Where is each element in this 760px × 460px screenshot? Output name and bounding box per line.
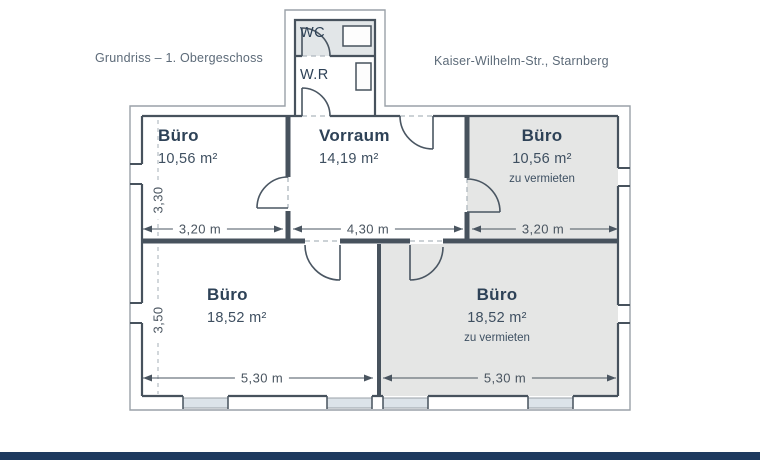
dim-vestibule-width: 4,30 m	[340, 222, 396, 236]
exterior-inner-walls	[140, 18, 620, 398]
dimension-arrows	[143, 225, 618, 382]
building-outline	[129, 9, 631, 411]
interior-walls	[142, 116, 618, 396]
room-area: 14,19 m²	[319, 151, 379, 167]
wc-fixture	[342, 25, 372, 47]
wr-fixture	[355, 62, 372, 91]
door-entrance	[399, 115, 434, 150]
window-bottom-1	[182, 397, 229, 409]
room-name: Vorraum	[319, 126, 390, 145]
door-openings	[287, 55, 468, 242]
room-name: Büro	[476, 285, 518, 304]
room-name: Büro	[158, 126, 199, 145]
room-fill-office-top-right	[467, 116, 618, 238]
dim-office-top-left-width: 3,20 m	[172, 222, 228, 236]
room-label-office-top-left: Büro 10,56 m²	[158, 126, 218, 167]
room-status: zu vermieten	[464, 332, 530, 344]
plan-title: Grundriss – 1. Obergeschoss	[95, 51, 263, 65]
door-wc	[301, 27, 331, 57]
door-office-bottom-left	[304, 244, 341, 281]
room-label-wc: WC	[300, 25, 325, 41]
dim-office-bottom-left-depth: 3,50	[151, 300, 166, 340]
room-area: 10,56 m²	[158, 151, 218, 167]
dim-office-top-right-width: 3,20 m	[515, 222, 571, 236]
room-name: Büro	[521, 126, 563, 145]
room-fills	[295, 20, 618, 396]
room-label-office-bottom-right: Büro 18,52 m² zu vermieten	[464, 285, 530, 344]
room-label-office-bottom-left: Büro 18,52 m²	[207, 285, 267, 326]
footer-bar	[0, 452, 760, 460]
window-bottom-3	[382, 397, 429, 409]
room-area: 18,52 m²	[467, 310, 527, 326]
room-name: Büro	[207, 285, 248, 304]
window-bottom-4	[527, 397, 574, 409]
room-fill-office-bottom-right	[381, 244, 618, 396]
window-bottom-2	[326, 397, 373, 409]
dim-office-bottom-left-width: 5,30 m	[234, 371, 290, 385]
door-office-top-right	[466, 178, 501, 213]
plan-address: Kaiser-Wilhelm-Str., Starnberg	[434, 54, 609, 68]
room-status: zu vermieten	[509, 173, 575, 185]
door-office-top-left	[256, 176, 289, 209]
doors	[256, 27, 501, 281]
door-wr	[301, 87, 331, 117]
fixtures	[342, 25, 372, 91]
side-windows	[130, 163, 630, 324]
dim-office-bottom-right-width: 5,30 m	[477, 371, 533, 385]
room-label-office-top-right: Büro 10,56 m² zu vermieten	[509, 126, 575, 185]
bottom-windows	[182, 397, 574, 409]
room-label-vestibule: Vorraum 14,19 m²	[319, 126, 390, 167]
room-area: 10,56 m²	[512, 151, 572, 167]
room-label-wr: W.R	[300, 67, 329, 83]
dim-office-top-left-depth: 3,30	[151, 180, 166, 220]
bottom-window-jambs	[182, 396, 574, 409]
room-area: 18,52 m²	[207, 310, 267, 326]
door-office-bottom-right	[409, 245, 444, 281]
